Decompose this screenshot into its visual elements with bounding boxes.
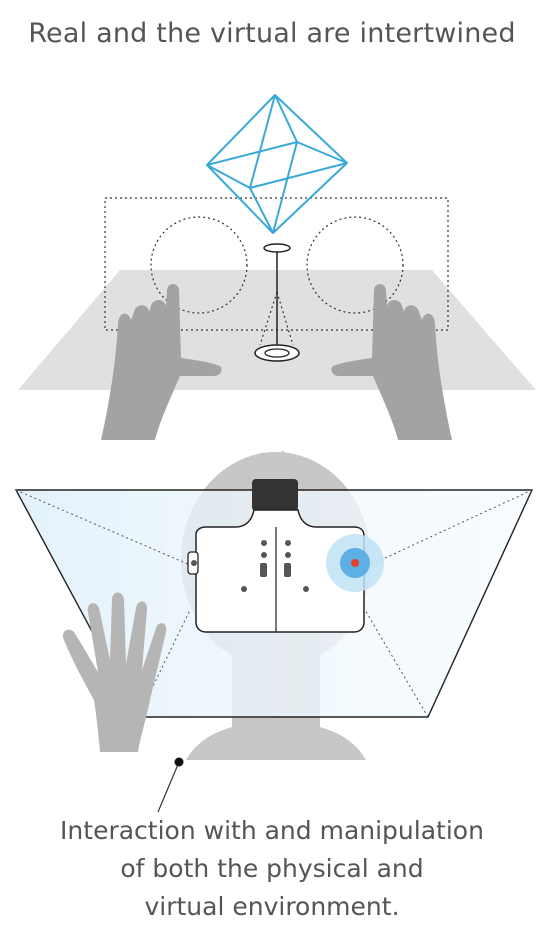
left-dotted-circle	[150, 216, 248, 314]
hand-pinch-icon	[331, 284, 452, 440]
octahedron-icon	[206, 94, 348, 234]
caption-pointer	[157, 761, 180, 813]
bottom-scene	[14, 450, 534, 813]
diagram-title: Real and the virtual are intertwined	[28, 18, 516, 49]
depth-sensor-icon	[326, 534, 384, 592]
diagram-caption: Interaction with and manipulation of bot…	[0, 812, 544, 926]
headset-strap	[252, 479, 298, 511]
projection-lines	[15, 489, 533, 718]
vr-headset-icon	[187, 509, 365, 633]
caption-line-2: of both the physical and	[120, 854, 424, 883]
right-dotted-circle	[306, 216, 404, 314]
caption-line-3: virtual environment.	[144, 892, 400, 921]
top-scene	[18, 94, 536, 440]
hand-pinch-icon	[101, 284, 222, 440]
pedestal	[254, 243, 300, 362]
caption-line-1: Interaction with and manipulation	[60, 816, 484, 845]
caption-pointer-dot	[174, 757, 184, 767]
open-hand-icon	[62, 592, 167, 752]
